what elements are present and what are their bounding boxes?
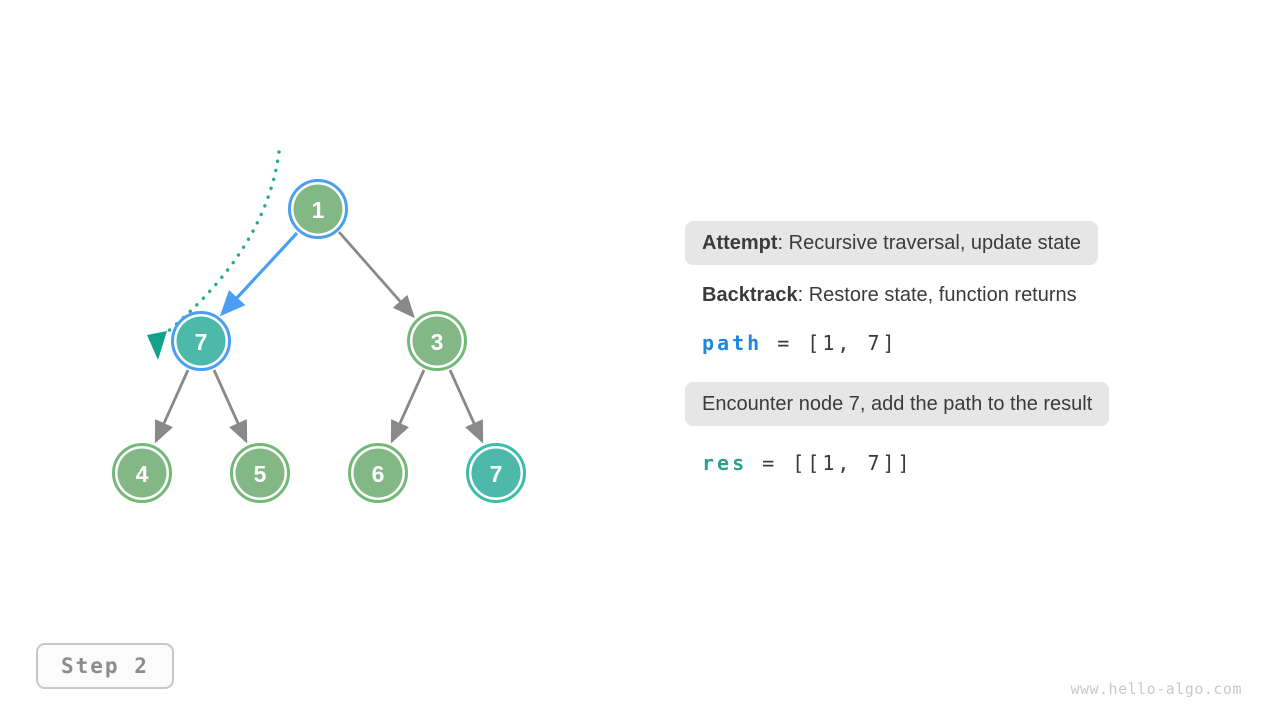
binary-tree-diagram: 1 7 3 4 5 6 7 (112, 150, 526, 503)
node-value: 4 (136, 461, 149, 487)
attempt-text: : Recursive traversal, update state (777, 232, 1082, 254)
edge-7-to-5 (212, 369, 248, 444)
node-fill (353, 448, 403, 498)
attempt-label: Attempt (702, 232, 778, 254)
res-code-line: res = [[1, 7]] (685, 450, 930, 476)
step-badge: Step 2 (36, 643, 174, 689)
attempt-callout: Attempt: Recursive traversal, update sta… (685, 221, 1099, 265)
tree-node-4: 4 (112, 443, 172, 503)
site-watermark: www.hello-algo.com (1070, 680, 1242, 698)
edge-1-to-3 (337, 231, 415, 319)
node-value: 7 (490, 461, 503, 487)
traversal-trace-arrowhead-icon (147, 331, 167, 360)
node-fill (412, 316, 462, 366)
tree-node-3: 3 (407, 311, 467, 371)
encounter-callout-wrap: Encounter node 7, add the path to the re… (685, 382, 1110, 426)
explanation-panel: Attempt: Recursive traversal, update sta… (685, 221, 1110, 476)
traversal-trace-dotted-curve (158, 150, 281, 340)
tree-node-7-left: 7 (171, 311, 231, 371)
node-ring (112, 443, 172, 503)
backtrack-label: Backtrack (702, 284, 798, 306)
node-ring (466, 443, 526, 503)
node-ring (171, 311, 231, 371)
node-ring (407, 311, 467, 371)
res-value: = [[1, 7]] (747, 451, 913, 475)
node-fill (235, 448, 285, 498)
edge-7-to-4 (154, 369, 190, 444)
tree-node-1: 1 (288, 179, 348, 239)
node-ring (348, 443, 408, 503)
tree-node-6: 6 (348, 443, 408, 503)
node-value: 7 (195, 329, 208, 355)
backtrack-text: : Restore state, function returns (797, 284, 1077, 306)
edge-1-to-7-active (219, 231, 299, 317)
path-code-line: path = [1, 7] (685, 330, 915, 356)
node-value: 1 (312, 197, 325, 223)
backtrack-note: Backtrack: Restore state, function retur… (685, 282, 1094, 308)
node-value: 3 (431, 329, 444, 355)
edge-3-to-7 (448, 369, 484, 444)
node-ring (230, 443, 290, 503)
res-variable: res (702, 451, 748, 475)
encounter-text: Encounter node 7, add the path to the re… (702, 393, 1093, 415)
node-ring (288, 179, 348, 239)
attempt-callout-wrap: Attempt: Recursive traversal, update sta… (685, 221, 1099, 265)
path-variable: path (702, 331, 763, 355)
edge-3-to-6 (390, 369, 426, 444)
tree-edges (154, 231, 484, 444)
node-value: 5 (254, 461, 267, 487)
node-fill (176, 316, 226, 366)
tree-node-5: 5 (230, 443, 290, 503)
node-value: 6 (372, 461, 385, 487)
path-value: = [1, 7] (762, 331, 898, 355)
tree-node-7-right: 7 (466, 443, 526, 503)
node-fill (117, 448, 167, 498)
node-fill (293, 184, 343, 234)
node-fill (471, 448, 521, 498)
encounter-callout: Encounter node 7, add the path to the re… (685, 382, 1110, 426)
